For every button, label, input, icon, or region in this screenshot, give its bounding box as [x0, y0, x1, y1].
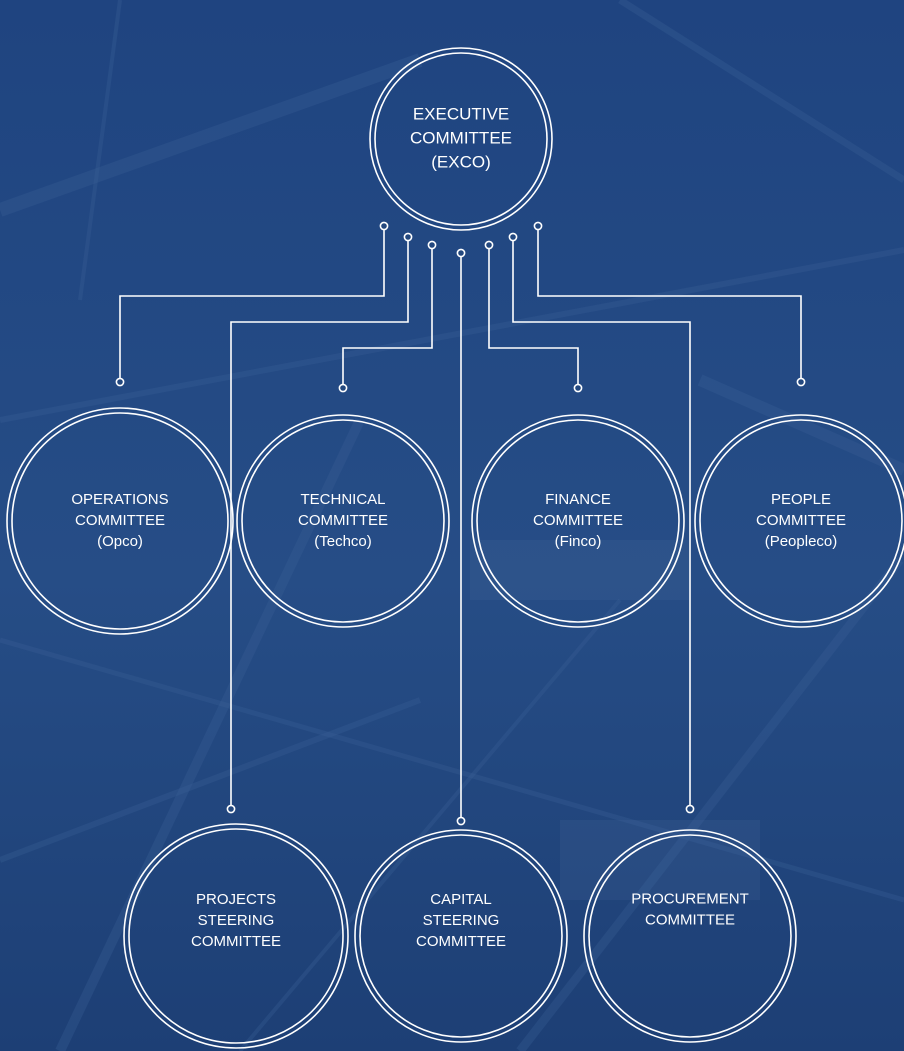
node-capital-inner-ring — [359, 834, 563, 1038]
node-opco-label-line-2: COMMITTEE — [75, 512, 165, 529]
connector-peopleco — [537, 226, 802, 382]
node-finco-label-line-3: (Finco) — [555, 533, 602, 550]
node-peopleco-inner-ring — [699, 419, 903, 623]
connector-dots — [115, 221, 806, 826]
node-techco-label-line-2: COMMITTEE — [298, 512, 388, 529]
connector-lines — [119, 226, 802, 821]
node-capital-label-line-1: CAPITAL — [430, 891, 491, 908]
node-opco-outer-ring — [6, 407, 234, 635]
connector-dot-peopleco-end — [796, 377, 806, 387]
node-finco-outer-ring — [471, 414, 685, 628]
connector-dot-capital-end — [456, 816, 466, 826]
node-opco[interactable]: OPERATIONS COMMITTEE (Opco) — [6, 407, 234, 635]
connector-dot-capital-start — [456, 248, 466, 258]
node-opco-inner-ring — [11, 412, 229, 630]
node-finco[interactable]: FINANCE COMMITTEE (Finco) — [471, 414, 685, 628]
node-techco-inner-ring — [241, 419, 445, 623]
node-procurement-label-line-2: COMMITTEE — [645, 911, 735, 928]
node-exco-label-line-3: (EXCO) — [431, 152, 491, 171]
node-techco-label-line-1: TECHNICAL — [300, 491, 385, 508]
connector-projects — [230, 237, 409, 809]
node-techco[interactable]: TECHNICAL COMMITTEE (Techco) — [236, 414, 450, 628]
node-exco[interactable]: EXECUTIVE COMMITTEE (EXCO) — [369, 47, 553, 231]
node-peopleco-label-line-2: COMMITTEE — [756, 512, 846, 529]
node-procurement-outer-ring — [583, 829, 797, 1043]
node-finco-inner-ring — [476, 419, 680, 623]
node-exco-label-line-1: EXECUTIVE — [413, 104, 509, 123]
node-techco-label-line-3: (Techco) — [314, 533, 372, 550]
node-peopleco[interactable]: PEOPLE COMMITTEE (Peopleco) — [694, 414, 904, 628]
node-finco-label-line-1: FINANCE — [545, 491, 611, 508]
node-exco-outer-ring — [369, 47, 553, 231]
node-capital-label-line-3: COMMITTEE — [416, 933, 506, 950]
node-projects-outer-ring — [123, 823, 349, 1049]
node-capital-outer-ring — [354, 829, 568, 1043]
connector-dot-projects-start — [403, 232, 413, 242]
node-capital-label-line-2: STEERING — [423, 912, 500, 929]
connector-dot-procurement-start — [508, 232, 518, 242]
connector-techco — [342, 245, 433, 388]
connector-finco — [488, 245, 579, 388]
node-finco-label-line-2: COMMITTEE — [533, 512, 623, 529]
connector-dot-finco-end — [573, 383, 583, 393]
connector-dot-techco-end — [338, 383, 348, 393]
connector-dot-opco-start — [379, 221, 389, 231]
node-exco-inner-ring — [374, 52, 548, 226]
connector-dot-procurement-end — [685, 804, 695, 814]
connector-dot-projects-end — [226, 804, 236, 814]
node-peopleco-outer-ring — [694, 414, 904, 628]
node-projects-label-line-2: STEERING — [198, 912, 275, 929]
node-procurement[interactable]: PROCUREMENT COMMITTEE — [583, 829, 797, 1043]
node-opco-label-line-1: OPERATIONS — [71, 491, 168, 508]
node-procurement-inner-ring — [588, 834, 792, 1038]
node-peopleco-label-line-3: (Peopleco) — [765, 533, 838, 550]
node-projects-label-line-3: COMMITTEE — [191, 933, 281, 950]
connector-dot-peopleco-start — [533, 221, 543, 231]
connector-dot-opco-end — [115, 377, 125, 387]
node-projects-label-line-1: PROJECTS — [196, 891, 276, 908]
connector-procurement — [512, 237, 691, 809]
node-peopleco-label-line-1: PEOPLE — [771, 491, 831, 508]
connector-opco — [119, 226, 385, 382]
connector-dot-techco-start — [427, 240, 437, 250]
node-projects-inner-ring — [128, 828, 344, 1044]
node-exco-label-line-2: COMMITTEE — [410, 128, 512, 147]
node-capital[interactable]: CAPITAL STEERING COMMITTEE — [354, 829, 568, 1043]
node-opco-label-line-3: (Opco) — [97, 533, 143, 550]
node-techco-outer-ring — [236, 414, 450, 628]
connector-dot-finco-start — [484, 240, 494, 250]
node-procurement-label-line-1: PROCUREMENT — [631, 890, 749, 907]
node-projects[interactable]: PROJECTS STEERING COMMITTEE — [123, 823, 349, 1049]
